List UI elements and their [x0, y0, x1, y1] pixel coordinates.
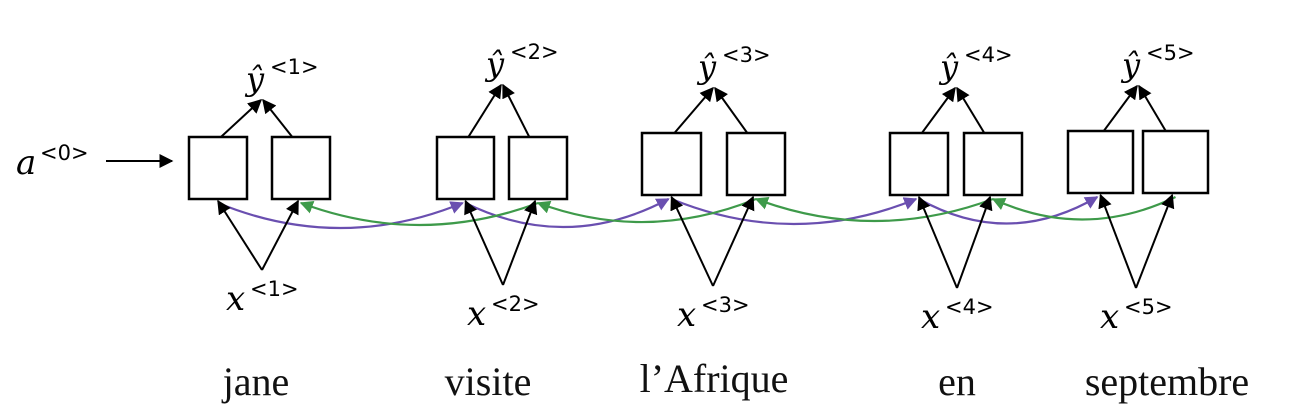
forward-cell: [640, 131, 703, 197]
backward-cell: [962, 131, 1024, 197]
input-label-superscript: <5>: [1124, 295, 1173, 319]
input-label-symbol: x: [921, 297, 940, 337]
backward-recurrent-connection: [754, 196, 994, 223]
output-label-superscript: <4>: [964, 43, 1013, 67]
forward-cell: [888, 131, 950, 197]
timestep-3: ŷ<3>x<3>: [640, 43, 787, 335]
input-label-symbol: x: [226, 279, 245, 319]
output-edge-backward: [1138, 84, 1167, 132]
input-edge-forward: [1098, 193, 1137, 289]
input-edge-backward: [502, 199, 538, 286]
output-edge-forward: [1102, 84, 1138, 132]
timestep-1: ŷ<1>x<1>: [187, 55, 332, 319]
timestep-5: ŷ<5>x<5>: [1066, 41, 1210, 337]
forward-recurrent-connection: [671, 197, 918, 226]
initial-activation-label: a <0>: [16, 141, 89, 183]
output-label-symbol: ŷ: [938, 48, 959, 86]
backward-recurrent-connection: [991, 196, 1176, 221]
output-edge-backward: [956, 86, 986, 134]
backward-recurrent-connection: [536, 197, 757, 224]
input-edge-backward: [1135, 193, 1175, 289]
initial-activation-symbol: a: [16, 143, 36, 183]
input-label-superscript: <3>: [701, 293, 750, 317]
forward-recurrent-connection: [465, 198, 670, 229]
input-word: septembre: [1085, 359, 1249, 404]
timestep-2: ŷ<2>x<2>: [435, 40, 569, 334]
input-label-symbol: x: [1100, 297, 1119, 337]
output-edge-forward: [921, 86, 956, 134]
output-label-symbol: ŷ: [696, 48, 717, 86]
timesteps: ŷ<1>x<1>ŷ<2>x<2>ŷ<3>x<3>ŷ<4>x<4>ŷ<5>x<5>: [187, 40, 1210, 337]
backward-cell: [507, 135, 569, 201]
output-edge-backward: [262, 98, 294, 138]
backward-cell: [270, 135, 332, 201]
forward-cell: [435, 135, 496, 201]
input-word: visite: [445, 359, 532, 404]
backward-cell: [1141, 129, 1210, 195]
input-word: en: [938, 359, 976, 404]
output-edge-forward: [673, 86, 714, 134]
forward-recurrent-connection: [918, 196, 1099, 225]
input-label-superscript: <4>: [945, 295, 994, 319]
input-edge-forward: [670, 195, 714, 287]
input-label-superscript: <1>: [250, 277, 299, 301]
forward-cell: [1066, 129, 1135, 195]
output-edge-forward: [220, 99, 263, 138]
input-edge-backward: [956, 195, 993, 289]
input-word: l’Afrique: [640, 356, 789, 401]
forward-cell: [187, 135, 249, 201]
output-label-symbol: ŷ: [1120, 46, 1141, 84]
input-edge-backward: [261, 199, 299, 271]
forward-recurrent-connection: [217, 201, 464, 230]
output-edge-backward: [714, 86, 749, 134]
output-label-symbol: ŷ: [244, 60, 265, 98]
input-edge-forward: [917, 195, 958, 289]
backward-recurrent-connection: [299, 200, 539, 227]
input-edge-forward: [464, 199, 504, 286]
input-edge-forward: [217, 199, 263, 271]
output-label-symbol: ŷ: [484, 45, 505, 83]
input-label-symbol: x: [467, 294, 486, 334]
backward-cell: [725, 131, 787, 197]
input-edge-backward: [712, 195, 755, 287]
recurrent-connections: [217, 196, 1176, 230]
input-word: jane: [221, 359, 290, 404]
output-edge-forward: [467, 83, 502, 138]
input-words: jane visite l’Afrique en septembre: [221, 356, 1250, 404]
output-label-superscript: <3>: [722, 43, 771, 67]
output-label-superscript: <1>: [270, 55, 319, 79]
output-label-superscript: <5>: [1146, 41, 1195, 65]
input-label-superscript: <2>: [491, 292, 540, 316]
timestep-4: ŷ<4>x<4>: [888, 43, 1024, 337]
output-edge-backward: [502, 83, 531, 138]
initial-activation-superscript: <0>: [40, 141, 89, 165]
input-label-symbol: x: [677, 295, 696, 335]
output-label-superscript: <2>: [510, 40, 559, 64]
